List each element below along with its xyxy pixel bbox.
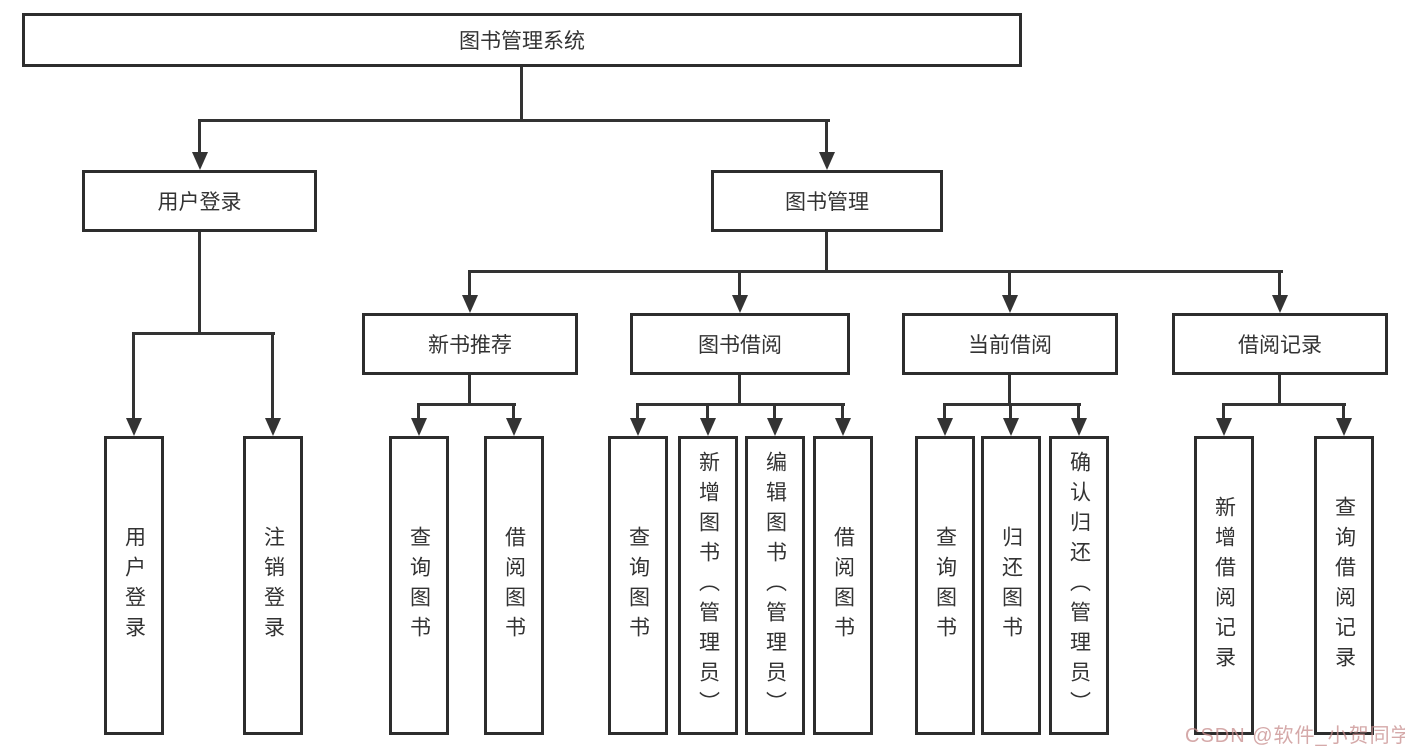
connector-br-stem (1278, 375, 1281, 406)
node-cb-return-book: 归还图书 (981, 436, 1041, 735)
node-logout-label: 注销登录 (261, 525, 285, 646)
arrow-down-icon (767, 418, 783, 436)
arrow-down-icon (819, 152, 835, 170)
connector-drop-br-query (1342, 403, 1345, 420)
connector-drop-bb-edit (773, 403, 776, 420)
node-bb-borrow-book-label: 借阅图书 (831, 525, 855, 646)
arrow-down-icon (126, 418, 142, 436)
connector-drop-book-borrow (738, 270, 741, 297)
node-bb-query-book-label: 查询图书 (626, 525, 650, 646)
connector-nbr-stem (468, 375, 471, 406)
arrow-down-icon (1216, 418, 1232, 436)
node-current-borrow: 当前借阅 (902, 313, 1118, 375)
node-cb-return-book-label: 归还图书 (999, 525, 1023, 646)
arrow-down-icon (462, 295, 478, 313)
connector-bb-stem (738, 375, 741, 406)
connector-drop-book-management (825, 119, 828, 154)
watermark: CSDN @软件_小贺同学 (1185, 725, 1405, 747)
connector-user-login-rail (132, 332, 275, 335)
connector-drop-nbr-borrow (512, 403, 515, 420)
connector-root-stem (520, 67, 523, 121)
node-new-book-recommend-label: 新书推荐 (428, 334, 512, 357)
connector-drop-user-login-child (132, 332, 135, 420)
connector-book-management-stem (825, 232, 828, 273)
node-br-add-record: 新增借阅记录 (1194, 436, 1254, 735)
connector-cb-stem (1008, 375, 1011, 406)
node-root: 图书管理系统 (22, 13, 1022, 67)
arrow-down-icon (1336, 418, 1352, 436)
node-nbr-query-book: 查询图书 (389, 436, 449, 735)
node-br-add-record-label: 新增借阅记录 (1212, 495, 1236, 676)
node-cb-confirm-return-label: 确认归还（管理员） (1067, 450, 1091, 721)
node-user-login-child: 用户登录 (104, 436, 164, 735)
node-root-label: 图书管理系统 (459, 30, 585, 53)
node-logout: 注销登录 (243, 436, 303, 735)
arrow-down-icon (630, 418, 646, 436)
connector-drop-bb-borrow (841, 403, 844, 420)
node-bb-add-book-label: 新增图书（管理员） (696, 450, 720, 721)
arrow-down-icon (1071, 418, 1087, 436)
connector-drop-nbr-query (417, 403, 420, 420)
node-user-login-child-label: 用户登录 (122, 525, 146, 646)
node-bb-edit-book: 编辑图书（管理员） (745, 436, 805, 735)
node-bb-query-book: 查询图书 (608, 436, 668, 735)
connector-drop-cb-query (943, 403, 946, 420)
connector-bb-rail (636, 403, 845, 406)
node-nbr-borrow-book: 借阅图书 (484, 436, 544, 735)
node-cb-confirm-return: 确认归还（管理员） (1049, 436, 1109, 735)
connector-nbr-rail (417, 403, 516, 406)
connector-root-rail (198, 119, 830, 122)
node-borrow-records-label: 借阅记录 (1238, 334, 1322, 357)
node-user-login-label: 用户登录 (157, 191, 242, 214)
node-book-borrow-label: 图书借阅 (698, 334, 782, 357)
connector-cb-rail (943, 403, 1081, 406)
arrow-down-icon (700, 418, 716, 436)
arrow-down-icon (732, 295, 748, 313)
node-nbr-borrow-book-label: 借阅图书 (502, 525, 526, 646)
node-book-borrow: 图书借阅 (630, 313, 850, 375)
connector-drop-cb-confirm (1077, 403, 1080, 420)
connector-drop-current-borrow (1008, 270, 1011, 297)
node-book-management-label: 图书管理 (785, 191, 869, 214)
node-br-query-record: 查询借阅记录 (1314, 436, 1374, 735)
connector-drop-new-book-recommend (468, 270, 471, 297)
connector-drop-cb-return (1009, 403, 1012, 420)
connector-user-login-stem (198, 232, 201, 335)
connector-drop-borrow-records (1278, 270, 1281, 297)
node-bb-borrow-book: 借阅图书 (813, 436, 873, 735)
node-nbr-query-book-label: 查询图书 (407, 525, 431, 646)
node-bb-add-book: 新增图书（管理员） (678, 436, 738, 735)
arrow-down-icon (506, 418, 522, 436)
arrow-down-icon (411, 418, 427, 436)
connector-drop-br-add (1222, 403, 1225, 420)
arrow-down-icon (1272, 295, 1288, 313)
node-cb-query-book: 查询图书 (915, 436, 975, 735)
node-current-borrow-label: 当前借阅 (968, 334, 1052, 357)
arrow-down-icon (937, 418, 953, 436)
connector-drop-bb-add (706, 403, 709, 420)
arrow-down-icon (835, 418, 851, 436)
connector-br-rail (1222, 403, 1346, 406)
arrow-down-icon (192, 152, 208, 170)
arrow-down-icon (1003, 418, 1019, 436)
node-cb-query-book-label: 查询图书 (933, 525, 957, 646)
node-user-login: 用户登录 (82, 170, 317, 232)
node-borrow-records: 借阅记录 (1172, 313, 1388, 375)
arrow-down-icon (1002, 295, 1018, 313)
node-bb-edit-book-label: 编辑图书（管理员） (763, 450, 787, 721)
connector-book-management-rail (468, 270, 1283, 273)
node-new-book-recommend: 新书推荐 (362, 313, 578, 375)
node-br-query-record-label: 查询借阅记录 (1332, 495, 1356, 676)
node-book-management: 图书管理 (711, 170, 943, 232)
connector-drop-user-login (198, 119, 201, 154)
connector-drop-logout (271, 332, 274, 420)
connector-drop-bb-query (636, 403, 639, 420)
arrow-down-icon (265, 418, 281, 436)
